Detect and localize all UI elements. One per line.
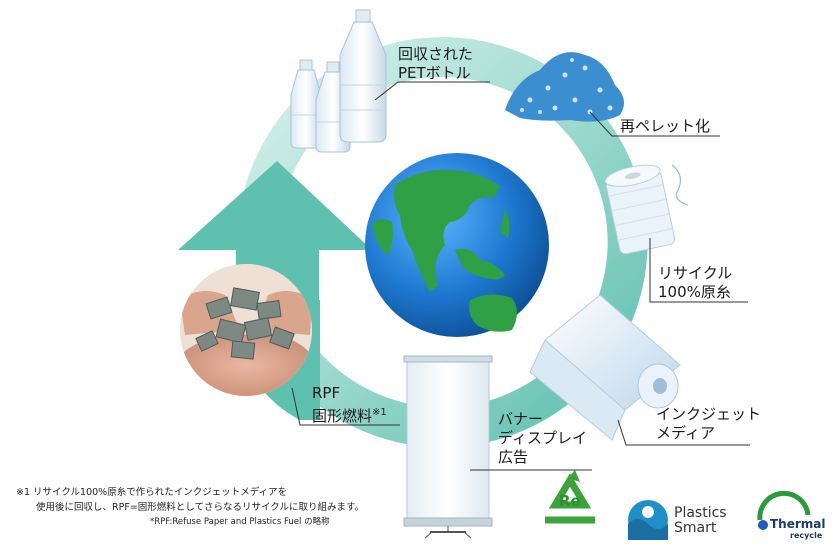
inkjet-roll-icon <box>529 294 681 441</box>
thermal-line2: recycle <box>790 531 823 540</box>
label-banner-line2: ディスプレイ <box>498 429 587 447</box>
footnote-3: *RPF:Refuse Paper and Plastics Fuel の略称 <box>150 517 330 527</box>
footnote-2: 使用後に回収し、RPF=固形燃料としてさらなるリサイクルに取り組みます。 <box>36 502 365 513</box>
rpf-fuel-hands-icon <box>180 264 312 396</box>
label-bottles-line2: PETボトル <box>398 64 471 82</box>
label-inkjet-line1: インクジェット <box>656 405 762 423</box>
pellets-icon <box>505 52 624 122</box>
label-pellet: 再ペレット化 <box>620 117 711 135</box>
label-banner-line3: 広告 <box>498 448 529 466</box>
yarn-spool-icon <box>604 164 689 255</box>
label-rpf-line1: RPF <box>312 384 341 402</box>
label-rpf-line2: 固形燃料 <box>312 407 373 425</box>
banner-stand-icon <box>403 355 493 539</box>
label-yarn-line2: 100%原糸 <box>658 283 731 301</box>
thermal-recycle-logo-text: Thermal recycle <box>770 518 826 542</box>
plastics-smart-logo-icon <box>628 500 668 540</box>
label-bottles: 回収された PETボトル <box>398 45 473 83</box>
leader-lines <box>291 81 750 471</box>
label-banner-line1: バナー <box>498 410 544 428</box>
thermal-line1: Thermal <box>770 517 826 531</box>
repet-logo-text: Re <box>559 492 581 510</box>
label-yarn-line1: リサイクル <box>658 264 733 282</box>
label-rpf-footnote-mark: ※1 <box>372 407 387 418</box>
label-banner: バナー ディスプレイ 広告 <box>498 410 587 467</box>
plastics-smart-line2: Smart <box>674 520 717 536</box>
footnote-1: ※1 リサイクル100%原糸で作られたインクジェットメディアを <box>16 487 288 498</box>
label-yarn: リサイクル 100%原糸 <box>658 264 732 302</box>
pet-bottles-icon <box>290 9 387 153</box>
thermal-recycle-logo-icon <box>757 490 811 530</box>
plastics-smart-line1: Plastics <box>674 505 727 521</box>
label-rpf: RPF 固形燃料※1 <box>312 384 387 426</box>
globe-icon <box>365 153 549 337</box>
label-inkjet: インクジェット メディア <box>656 405 761 443</box>
label-bottles-line1: 回収された <box>398 45 474 63</box>
plastics-smart-logo-text: Plastics Smart <box>674 506 727 536</box>
label-inkjet-line2: メディア <box>656 424 715 442</box>
repet-logo-icon <box>545 470 595 524</box>
